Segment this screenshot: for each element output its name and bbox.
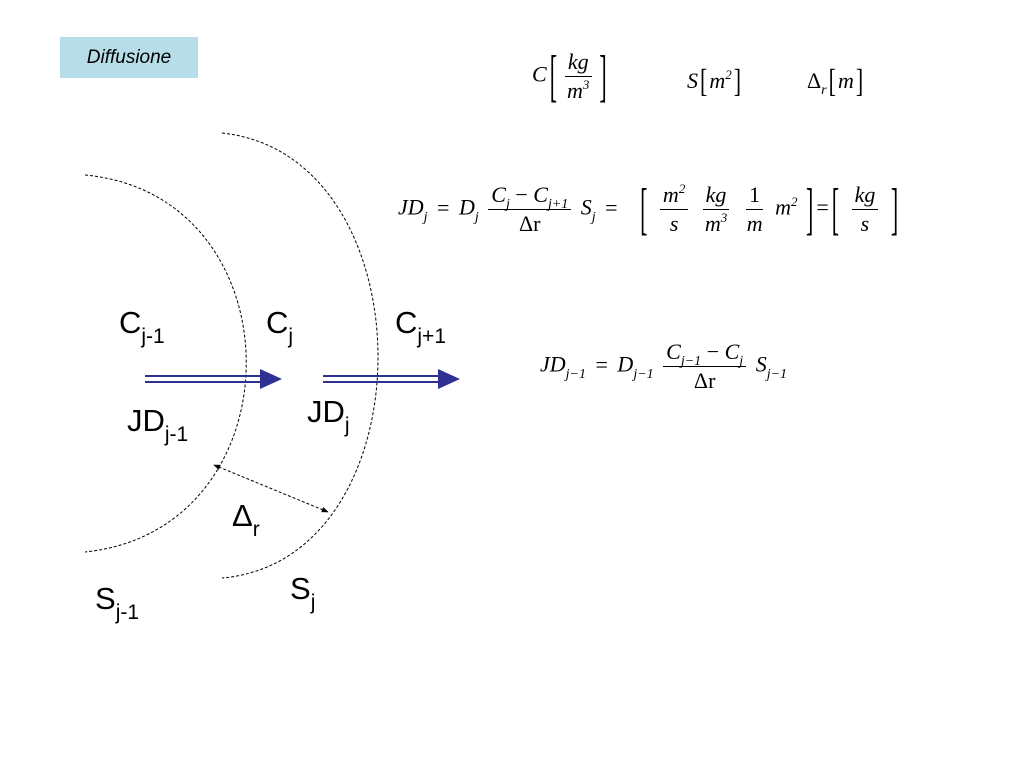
label-delta-r: Δr	[232, 498, 260, 541]
label-s-curr: Sj	[290, 571, 316, 614]
label-s-prev: Sj-1	[95, 581, 140, 624]
label-c-prev: Cj-1	[119, 305, 165, 348]
slide-title-text: Diffusione	[86, 46, 172, 68]
unit-surface: S[m2]	[687, 61, 742, 100]
unit-delta-r: Δr[m]	[807, 61, 864, 100]
label-c-curr: Cj	[266, 305, 294, 348]
label-jd-curr: JDj	[307, 394, 350, 437]
label-jd-prev: JDj-1	[127, 403, 189, 446]
surface-arc-prev	[84, 174, 247, 553]
delta-r-dimension-arrow	[213, 464, 329, 513]
label-c-next: Cj+1	[395, 305, 446, 348]
flux-arrow-curr	[323, 369, 460, 389]
flux-arrow-prev	[145, 369, 282, 389]
slide-title: Diffusione	[60, 37, 198, 78]
